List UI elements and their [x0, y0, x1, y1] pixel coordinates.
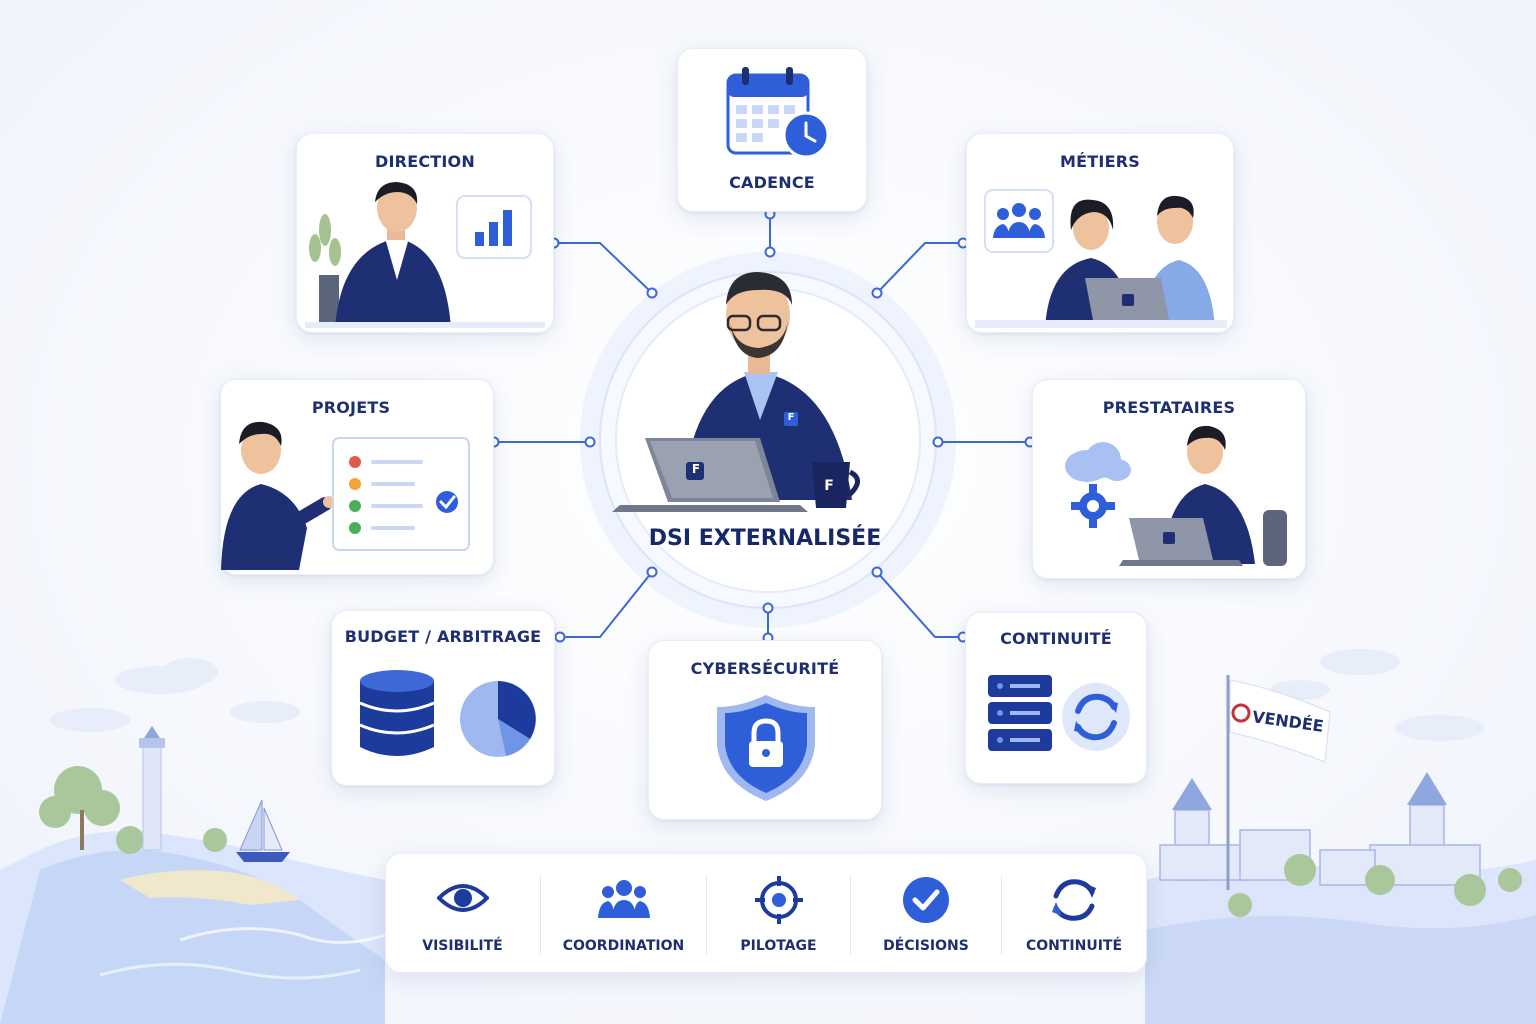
refresh-icon	[1052, 879, 1096, 921]
check-circle-icon	[903, 877, 949, 923]
value-decisions: DÉCISIONS	[851, 854, 1001, 972]
jacket-logo: F	[787, 412, 795, 423]
card-title-budget: BUDGET / ARBITRAGE	[344, 627, 542, 646]
value-label: VISIBILITÉ	[422, 938, 503, 954]
gear-icon	[1071, 484, 1115, 528]
value-label: DÉCISIONS	[883, 938, 969, 954]
separator	[540, 876, 541, 954]
bottom-values-bar: VISIBILITÉ COORDINATION PILOTAGE	[385, 853, 1147, 973]
card-cadence: CADENCE	[677, 48, 867, 212]
card-metiers: MÉTIERS	[966, 133, 1234, 333]
card-budget: BUDGET / ARBITRAGE	[331, 610, 555, 786]
card-title-cadence: CADENCE	[729, 173, 815, 192]
card-prestataires: PRESTATAIRES	[1032, 379, 1306, 579]
center-title: DSI EXTERNALISÉE	[648, 526, 882, 551]
card-title-continuite: CONTINUITÉ	[1000, 629, 1112, 648]
database-icon	[359, 670, 435, 756]
separator	[706, 876, 707, 954]
card-title-prestataires: PRESTATAIRES	[1102, 398, 1236, 417]
projets-illustration	[221, 421, 470, 570]
value-visibilite: VISIBILITÉ	[386, 854, 539, 972]
bar-chart-icon	[475, 210, 512, 246]
card-title-direction: DIRECTION	[375, 152, 475, 171]
value-coordination: COORDINATION	[541, 854, 706, 972]
cloud-icon	[1065, 442, 1131, 482]
value-continuite: CONTINUITÉ	[1002, 854, 1146, 972]
people-group-icon	[597, 880, 650, 918]
value-pilotage: PILOTAGE	[707, 854, 850, 972]
budget-illustration	[359, 670, 536, 757]
continuite-illustration	[988, 675, 1130, 751]
laptop-logo: F	[691, 462, 701, 476]
eye-icon	[436, 884, 489, 912]
metiers-illustration	[975, 189, 1227, 328]
prestataires-illustration	[1065, 425, 1287, 566]
value-label: CONTINUITÉ	[1025, 938, 1123, 954]
shield-lock-icon	[717, 695, 815, 801]
card-continuite: CONTINUITÉ	[965, 612, 1147, 784]
separator	[1001, 876, 1002, 954]
card-cybersecurite: CYBERSÉCURITÉ	[648, 640, 882, 820]
card-projets: PROJETS	[220, 379, 494, 575]
consultant-illustration	[612, 272, 860, 512]
value-label: PILOTAGE	[740, 938, 817, 954]
target-icon	[754, 876, 803, 924]
separator	[850, 876, 851, 954]
team-icon	[993, 203, 1045, 238]
mug-logo: F	[824, 478, 834, 494]
card-direction: DIRECTION	[296, 133, 554, 333]
calendar-clock-icon	[726, 67, 830, 159]
value-label: COORDINATION	[562, 938, 685, 954]
card-title-metiers: MÉTIERS	[1060, 152, 1140, 171]
card-title-cybersecurite: CYBERSÉCURITÉ	[690, 659, 840, 678]
card-title-projets: PROJETS	[311, 398, 391, 417]
pie-chart-icon	[460, 681, 536, 757]
direction-illustration	[305, 182, 545, 328]
